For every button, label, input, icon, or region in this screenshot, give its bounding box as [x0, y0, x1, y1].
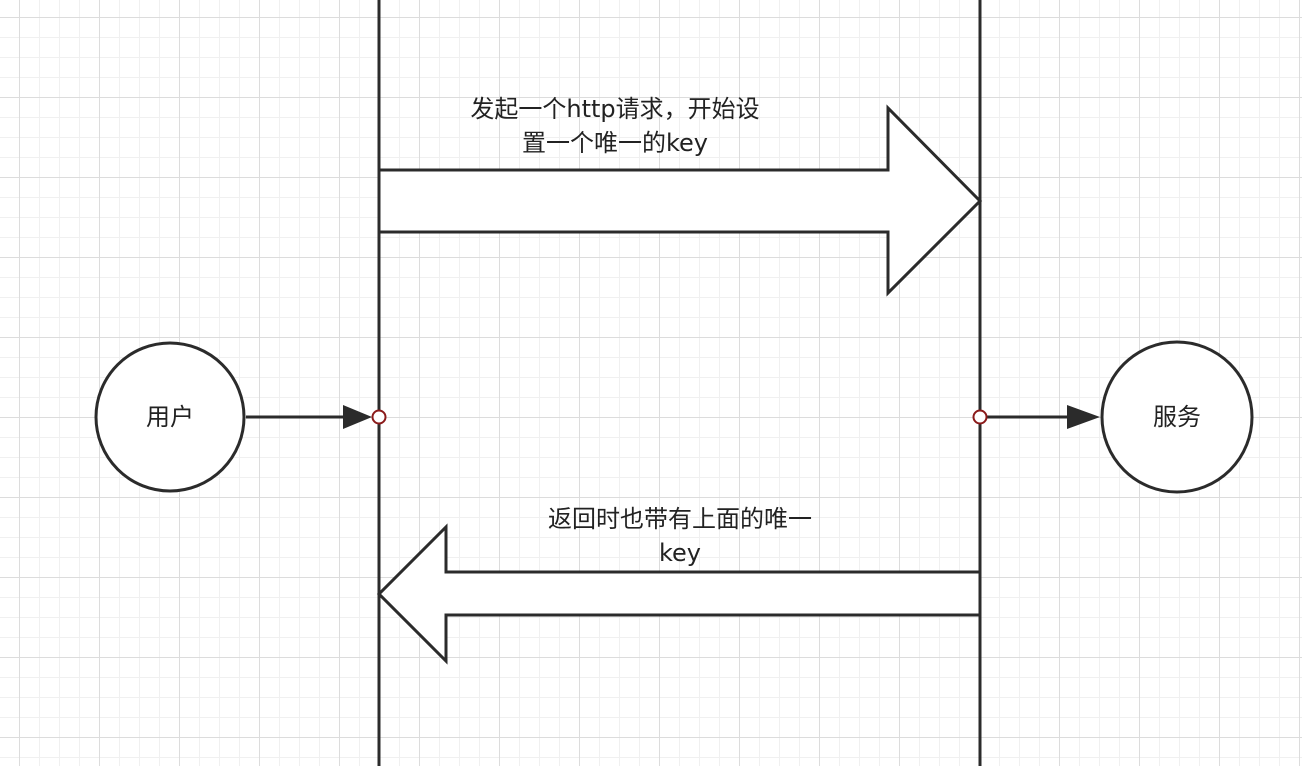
service-node-circle[interactable]	[1100, 340, 1254, 494]
service-connector-arrowhead	[1067, 405, 1100, 429]
request-label-line-2: 置一个唯一的key	[521, 129, 708, 157]
user-connection-point[interactable]	[371, 409, 387, 425]
response-label-line-2: key	[658, 539, 701, 567]
service-connection-point[interactable]	[972, 409, 988, 425]
user-node-label: 用户	[146, 403, 194, 431]
user-connector-arrowhead	[343, 405, 372, 429]
request-label-line-1: 发起一个http请求，开始设	[470, 95, 760, 123]
request-block-arrow	[377, 104, 983, 297]
user-node-circle[interactable]	[94, 341, 246, 493]
response-label-line-1: 返回时也带有上面的唯一	[548, 505, 812, 533]
service-node-label: 服务	[1153, 403, 1201, 431]
request-arrow-label: 发起一个http请求，开始设 置一个唯一的key	[420, 92, 810, 160]
response-block-arrow	[376, 523, 982, 665]
response-arrow-label: 返回时也带有上面的唯一 key	[500, 502, 860, 570]
